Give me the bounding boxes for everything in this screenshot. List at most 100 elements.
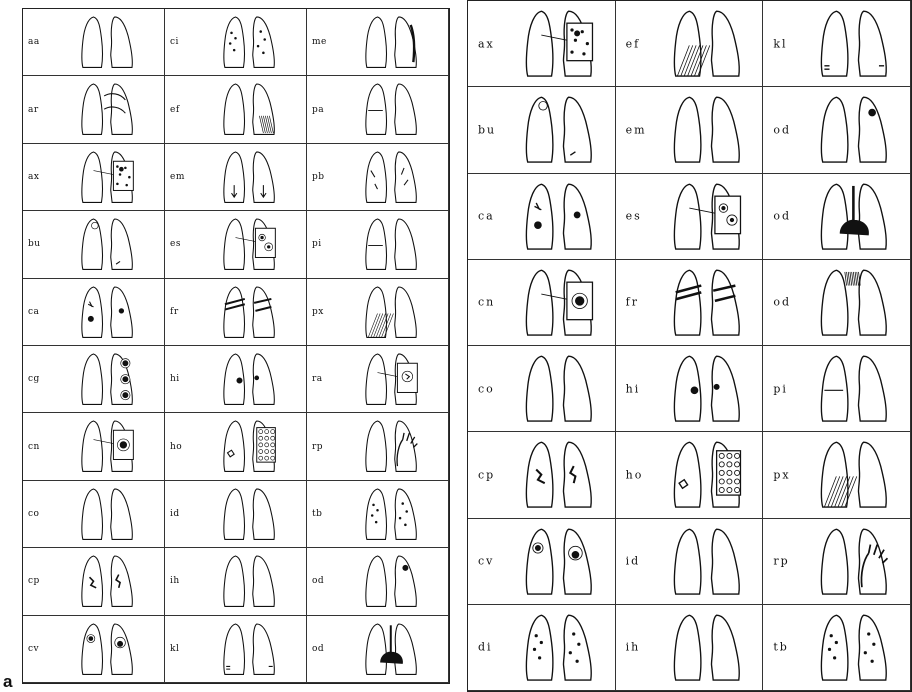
left-symbol-chart: aacimearefpaaxempbbuespicafrpxcghiracnho… (22, 8, 450, 684)
lung-diagram (307, 144, 448, 210)
symbol-cell: bu (468, 87, 616, 173)
lung-diagram (307, 211, 448, 277)
lung-diagram (23, 413, 164, 479)
symbol-cell: od (307, 548, 449, 615)
symbol-cell: co (468, 346, 616, 432)
lung-diagram (307, 413, 448, 479)
lung-diagram (307, 279, 448, 345)
lung-diagram (307, 76, 448, 142)
symbol-cell: ca (468, 174, 616, 260)
lung-diagram (616, 1, 763, 86)
symbol-cell: cp (468, 432, 616, 518)
lung-diagram (616, 605, 763, 690)
symbol-cell: cp (23, 548, 165, 615)
symbol-cell: od (763, 174, 911, 260)
lung-diagram (468, 432, 615, 517)
lung-diagram (616, 174, 763, 259)
symbol-cell: px (307, 279, 449, 346)
lung-diagram (763, 519, 910, 604)
lung-diagram (307, 481, 448, 547)
lung-diagram (616, 432, 763, 517)
lung-diagram (165, 211, 306, 277)
lung-diagram (468, 346, 615, 431)
symbol-cell: co (23, 481, 165, 548)
symbol-cell: ca (23, 279, 165, 346)
lung-diagram (763, 432, 910, 517)
lung-diagram (763, 260, 910, 345)
lung-diagram (165, 279, 306, 345)
lung-diagram (165, 548, 306, 614)
lung-diagram (307, 548, 448, 614)
right-symbol-chart: axefklbuemodcaesodcnfrodcohipicphopxcvid… (467, 0, 912, 692)
lung-diagram (763, 174, 910, 259)
lung-diagram (468, 174, 615, 259)
right-symbol-grid: axefklbuemodcaesodcnfrodcohipicphopxcvid… (468, 1, 911, 691)
symbol-cell: fr (165, 279, 307, 346)
lung-diagram (763, 346, 910, 431)
lung-diagram (468, 87, 615, 172)
symbol-cell: cv (23, 616, 165, 683)
lung-diagram (165, 413, 306, 479)
lung-diagram (23, 616, 164, 682)
symbol-cell: ar (23, 76, 165, 143)
symbol-cell: od (307, 616, 449, 683)
symbol-cell: px (763, 432, 911, 518)
lung-diagram (23, 9, 164, 75)
lung-diagram (23, 481, 164, 547)
lung-diagram (307, 346, 448, 412)
lung-diagram (616, 346, 763, 431)
lung-diagram (23, 346, 164, 412)
symbol-cell: ho (616, 432, 764, 518)
symbol-cell: em (165, 144, 307, 211)
symbol-cell: cn (23, 413, 165, 480)
symbol-cell: hi (616, 346, 764, 432)
lung-diagram (616, 260, 763, 345)
symbol-cell: od (763, 87, 911, 173)
lung-diagram (165, 481, 306, 547)
lung-diagram (763, 605, 910, 690)
symbol-cell: em (616, 87, 764, 173)
symbol-cell: rp (763, 519, 911, 605)
lung-diagram (165, 616, 306, 682)
lung-diagram (763, 1, 910, 86)
symbol-cell: es (165, 211, 307, 278)
symbol-cell: ax (23, 144, 165, 211)
symbol-cell: ci (165, 9, 307, 76)
symbol-cell: pi (307, 211, 449, 278)
symbol-cell: kl (165, 616, 307, 683)
symbol-cell: fr (616, 260, 764, 346)
symbol-cell: od (763, 260, 911, 346)
symbol-cell: ih (616, 605, 764, 691)
symbol-cell: ax (468, 1, 616, 87)
symbol-cell: ho (165, 413, 307, 480)
symbol-cell: bu (23, 211, 165, 278)
lung-diagram (468, 605, 615, 690)
figure-label: a (3, 672, 12, 692)
symbol-cell: di (468, 605, 616, 691)
lung-diagram (165, 346, 306, 412)
lung-diagram (616, 87, 763, 172)
symbol-cell: ih (165, 548, 307, 615)
symbol-cell: hi (165, 346, 307, 413)
symbol-cell: cg (23, 346, 165, 413)
lung-diagram (165, 76, 306, 142)
symbol-cell: id (616, 519, 764, 605)
lung-diagram (23, 211, 164, 277)
symbol-cell: aa (23, 9, 165, 76)
lung-diagram (23, 279, 164, 345)
symbol-cell: cn (468, 260, 616, 346)
symbol-cell: cv (468, 519, 616, 605)
lung-diagram (468, 260, 615, 345)
left-symbol-grid: aacimearefpaaxempbbuespicafrpxcghiracnho… (23, 9, 449, 683)
lung-diagram (23, 76, 164, 142)
symbol-cell: pa (307, 76, 449, 143)
lung-diagram (468, 519, 615, 604)
symbol-cell: me (307, 9, 449, 76)
symbol-cell: pi (763, 346, 911, 432)
symbol-cell: tb (307, 481, 449, 548)
lung-diagram (307, 9, 448, 75)
symbol-cell: rp (307, 413, 449, 480)
symbol-cell: id (165, 481, 307, 548)
symbol-cell: es (616, 174, 764, 260)
lung-diagram (468, 1, 615, 86)
